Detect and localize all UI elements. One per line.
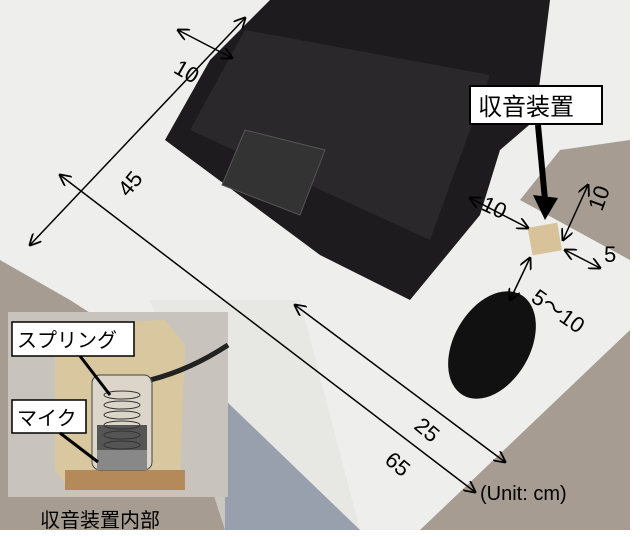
callout-arrowhead bbox=[533, 195, 558, 220]
dim-line-table-width bbox=[60, 175, 475, 492]
dim-line-device-edge bbox=[563, 185, 588, 240]
spring-arrow bbox=[78, 355, 112, 396]
dim-line-device-laptop bbox=[470, 198, 528, 228]
mic-label: マイク bbox=[17, 406, 77, 430]
unit-bg bbox=[478, 478, 618, 506]
mic-label-box bbox=[11, 399, 87, 434]
dim-line-device-mouse bbox=[510, 258, 530, 300]
unit-label: (Unit: cm) bbox=[480, 483, 567, 505]
callout-arrow bbox=[535, 124, 548, 201]
dim-line-device-size bbox=[565, 250, 600, 268]
spring-label: スプリング bbox=[17, 328, 117, 352]
sound-device bbox=[527, 222, 563, 256]
dim-device-size: 5 bbox=[604, 242, 616, 267]
device-callout-label: 収音装置 bbox=[478, 93, 574, 121]
mic-arrow bbox=[59, 431, 99, 464]
spring-label-box bbox=[11, 321, 135, 357]
device-callout-box bbox=[469, 85, 603, 125]
inset-caption: 収音装置内部 bbox=[40, 508, 160, 532]
